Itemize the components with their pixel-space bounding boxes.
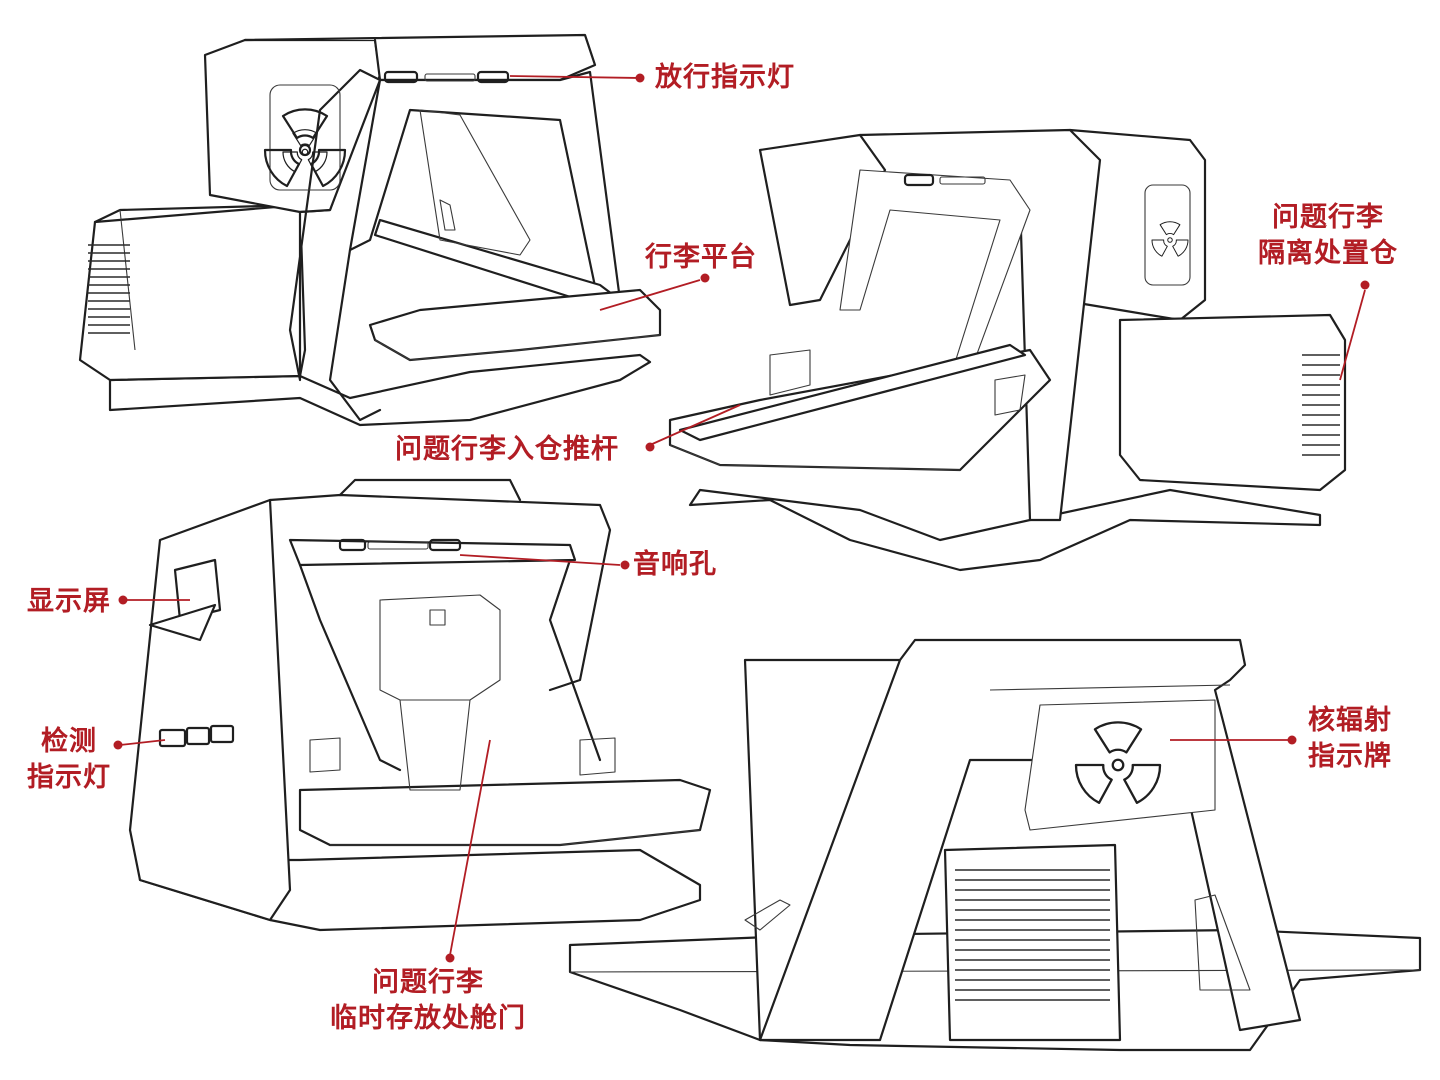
label-push-rod: 问题行李入仓推杆	[395, 434, 619, 465]
label-isolation-bay: 问题行李 隔离处置仓	[1258, 200, 1398, 272]
label-storage-door-line1: 问题行李	[372, 967, 484, 998]
vent-grille-icon	[955, 869, 1110, 1001]
view-side-left	[128, 478, 712, 932]
label-baggage-platform: 行李平台	[645, 242, 757, 273]
vent-grille-icon	[88, 244, 130, 334]
label-display-screen: 显示屏	[27, 586, 111, 617]
view-front-left	[78, 33, 662, 427]
view-rear-right	[668, 128, 1347, 572]
label-storage-door-line2: 临时存放处舱门	[330, 1003, 526, 1034]
label-detection-light-line1: 检测	[41, 726, 97, 757]
label-radiation-sign-line1: 核辐射	[1308, 705, 1392, 736]
label-radiation-sign-line2: 指示牌	[1308, 741, 1392, 772]
label-radiation-sign: 核辐射 指示牌	[1308, 703, 1392, 775]
label-detection-light-line2: 指示灯	[27, 762, 111, 793]
label-speaker-hole: 音响孔	[633, 549, 717, 580]
leader-lines	[113, 73, 1370, 963]
label-isolation-bay-line1: 问题行李	[1272, 202, 1384, 233]
view-side-right	[568, 638, 1422, 1052]
label-isolation-bay-line2: 隔离处置仓	[1258, 238, 1398, 269]
label-release-light: 放行指示灯	[655, 62, 795, 93]
label-storage-door: 问题行李 临时存放处舱门	[330, 965, 526, 1037]
label-detection-light: 检测 指示灯	[27, 724, 111, 796]
